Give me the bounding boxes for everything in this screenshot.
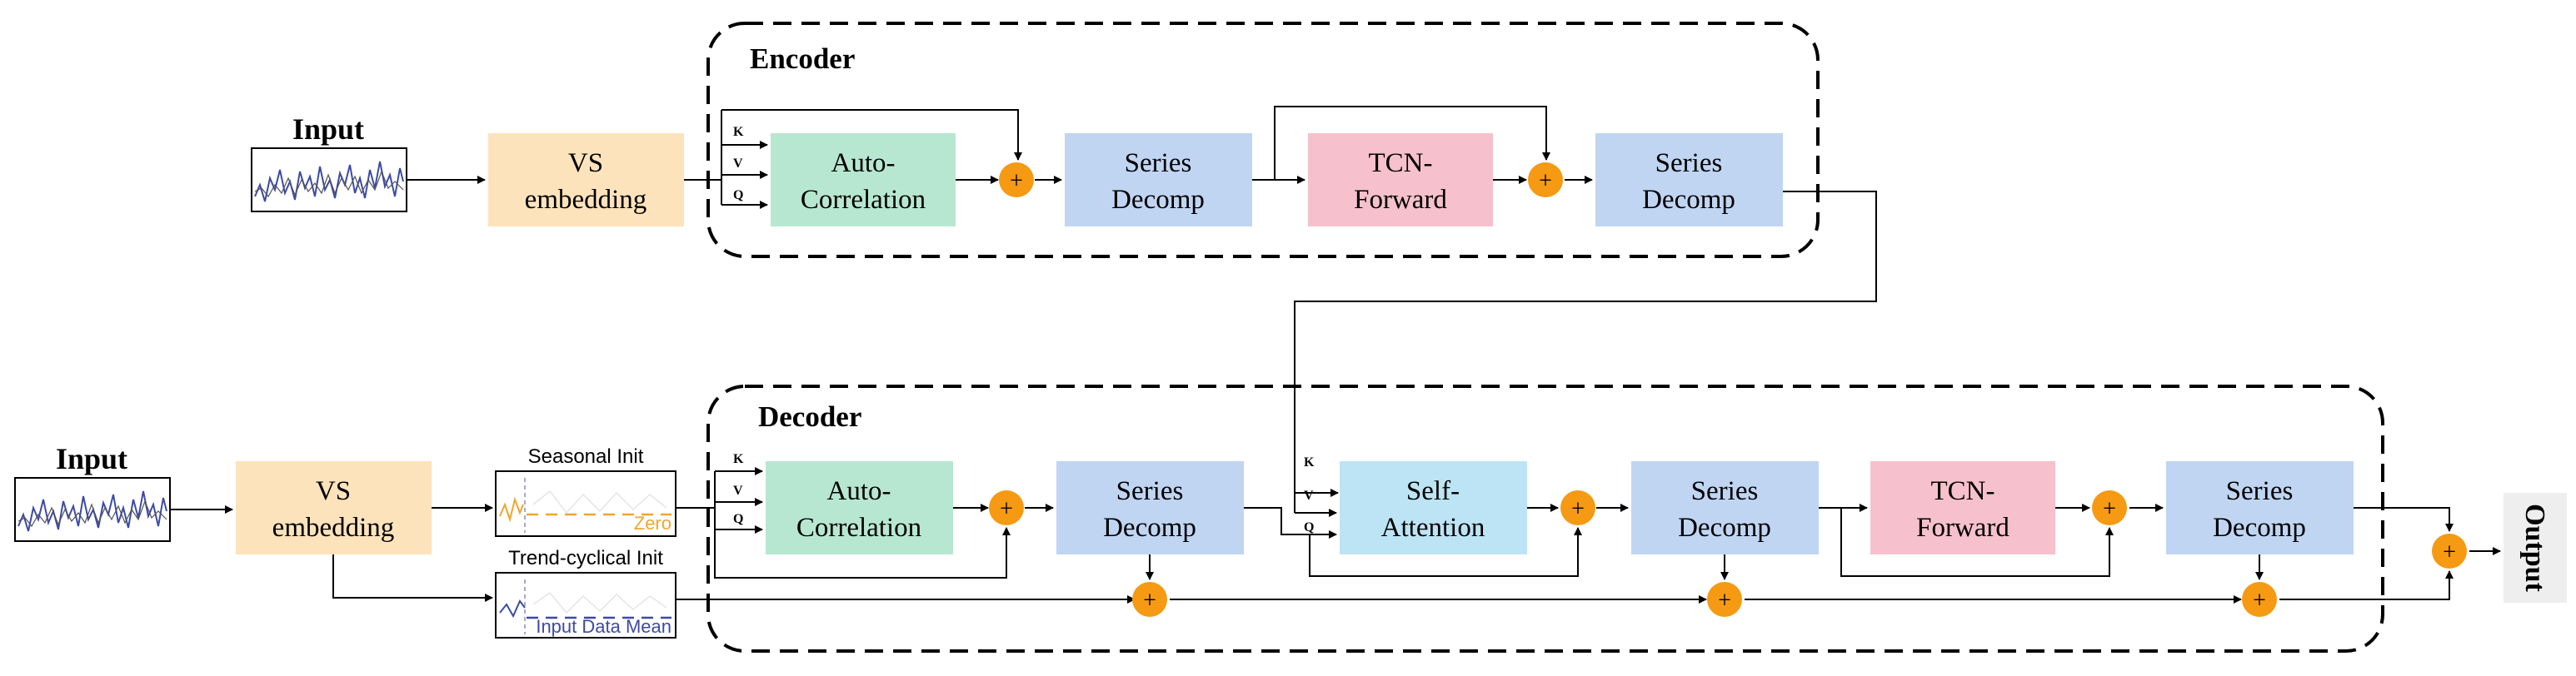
decoder-decomp-block-1 xyxy=(1056,461,1244,554)
encoder-autocorrelation-label: Auto- xyxy=(831,148,896,178)
attention-v-label: V xyxy=(1304,489,1314,503)
decoder-attention-block xyxy=(1340,461,1527,554)
decoder-embedding-block xyxy=(236,461,432,554)
decoder-add-node-3 xyxy=(1560,490,1595,525)
svg-text:+: + xyxy=(1010,168,1023,194)
svg-text:+: + xyxy=(1539,168,1552,194)
decoder-decomp-label-2: Series xyxy=(1691,476,1759,506)
trend-init-panel xyxy=(495,572,676,639)
encoder-autocorrelation-block xyxy=(771,133,956,226)
attention-k-label: K xyxy=(1304,455,1315,470)
decoder-decomp-label-3: Series xyxy=(2226,476,2294,506)
seasonal-init-title: Seasonal Init xyxy=(528,445,644,468)
svg-text:Decomp: Decomp xyxy=(1642,185,1735,215)
encoder-decomp-block-2 xyxy=(1595,133,1783,226)
svg-text:+: + xyxy=(2253,588,2266,614)
encoder-q-label: Q xyxy=(733,188,743,202)
decoder-decomp-block-3 xyxy=(2166,461,2354,554)
decoder-boundary xyxy=(706,385,2384,653)
svg-text:+: + xyxy=(1000,496,1013,522)
decoder-add-node-1 xyxy=(989,490,1024,525)
decoder-k-label: K xyxy=(733,452,744,466)
encoder-add-node-1 xyxy=(999,162,1034,197)
decoder-add-node-2 xyxy=(1132,582,1167,617)
attention-q-label: Q xyxy=(1304,520,1314,534)
encoder-embedding-label: VS xyxy=(568,148,603,178)
encoder-v-label: V xyxy=(733,157,743,171)
svg-text:+: + xyxy=(1143,588,1156,614)
decoder-add-node-6 xyxy=(2242,582,2277,617)
svg-text:Forward: Forward xyxy=(1916,513,2009,543)
encoder-decomp-label-2: Series xyxy=(1655,148,1723,178)
encoder-forward-label: TCN- xyxy=(1369,148,1433,178)
encoder-k-label: K xyxy=(733,125,744,139)
decoder-embedding-label: VS xyxy=(316,476,351,506)
decoder-q-label: Q xyxy=(733,512,743,526)
svg-text:+: + xyxy=(2103,496,2116,522)
svg-text:Decomp: Decomp xyxy=(2213,513,2306,543)
encoder-forward-block xyxy=(1308,133,1493,226)
svg-text:Decomp: Decomp xyxy=(1103,513,1196,543)
svg-text:Correlation: Correlation xyxy=(801,185,926,215)
decoder-forward-block xyxy=(1870,461,2055,554)
decoder-add-node-5 xyxy=(2092,490,2127,525)
encoder-title: Encoder xyxy=(750,42,855,75)
svg-text:Attention: Attention xyxy=(1381,513,1485,543)
svg-text:embedding: embedding xyxy=(525,185,647,215)
svg-text:Decomp: Decomp xyxy=(1678,513,1771,543)
encoder-decomp-block-1 xyxy=(1065,133,1252,226)
decoder-input-label: Input xyxy=(56,442,127,475)
encoder-decomp-label-1: Series xyxy=(1125,148,1192,178)
decoder-decomp-label-1: Series xyxy=(1116,476,1184,506)
encoder-embedding-block xyxy=(488,133,684,226)
svg-text:Forward: Forward xyxy=(1354,185,1447,215)
seasonal-init-panel xyxy=(495,470,676,537)
svg-text:+: + xyxy=(1718,588,1731,614)
output-panel xyxy=(2504,493,2567,603)
decoder-autocorrelation-block xyxy=(766,461,953,554)
output-label: Output xyxy=(2519,504,2550,592)
decoder-title: Decoder xyxy=(758,400,861,433)
svg-text:embedding: embedding xyxy=(272,513,395,543)
decoder-forward-label: TCN- xyxy=(1931,476,1995,506)
decoder-autocorrelation-label: Auto- xyxy=(827,476,891,506)
encoder-input-label: Input xyxy=(292,112,364,146)
decoder-add-nodes: + + + + + + + xyxy=(989,490,2467,617)
decoder-decomp-block-2 xyxy=(1631,461,1819,554)
trend-init-tag: Input Data Mean xyxy=(536,616,671,637)
svg-text:+: + xyxy=(2443,539,2456,565)
svg-text:+: + xyxy=(1571,496,1585,522)
decoder-add-node-4 xyxy=(1707,582,1742,617)
output-add-node xyxy=(2432,534,2467,569)
svg-text:Decomp: Decomp xyxy=(1111,185,1205,215)
decoder-v-label: V xyxy=(733,484,743,498)
encoder-add-node-2 xyxy=(1528,162,1563,197)
encoder-boundary xyxy=(706,22,1820,258)
decoder-attention-label: Self- xyxy=(1406,476,1460,506)
trend-init-title: Trend-cyclical Init xyxy=(508,547,663,569)
svg-text:Correlation: Correlation xyxy=(796,513,921,543)
seasonal-init-tag: Zero xyxy=(634,513,671,534)
